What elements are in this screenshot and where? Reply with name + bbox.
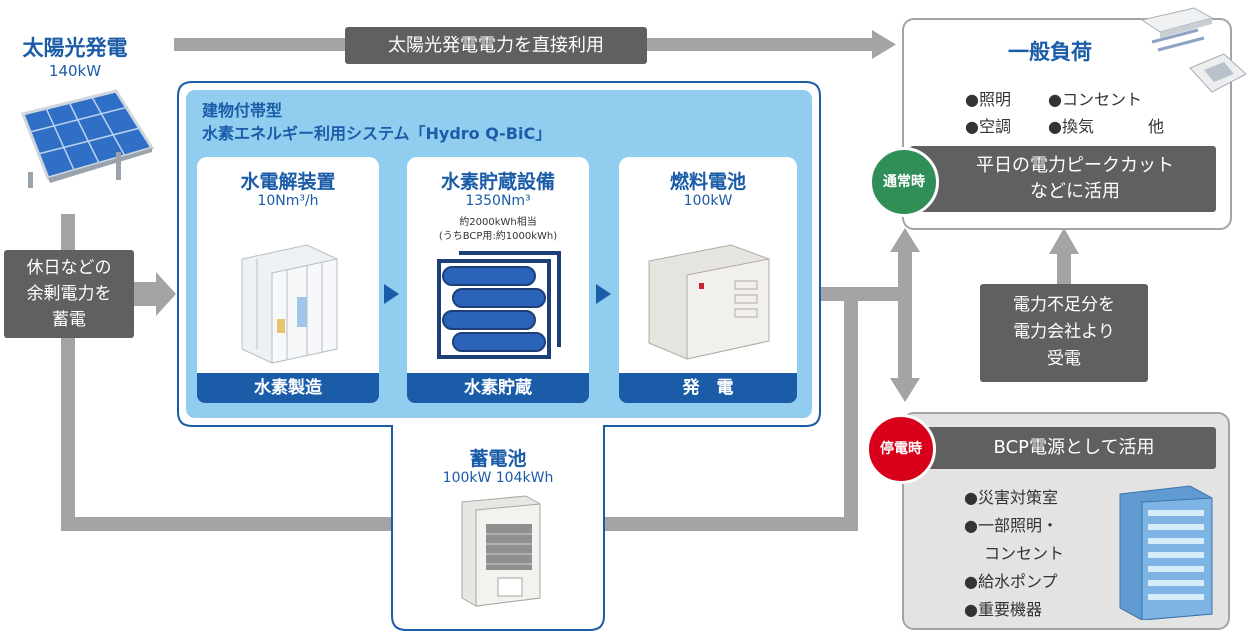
storage-card: 水素貯蔵設備 1350Nm³ 約2000kWh相当 (うちBCP用:約1000k… <box>407 157 589 403</box>
outage-list: ●災害対策室 ●一部照明・ コンセント ●給水ポンプ ●重要機器 <box>964 484 1064 624</box>
system-title-2: 水素エネルギー利用システム「Hydro Q-BiC」 <box>202 124 552 143</box>
fuelcell-name: 燃料電池 <box>669 171 746 193</box>
grid-line2: 電力会社より <box>1013 322 1115 342</box>
storage-note-2: (うちBCP用:約1000kWh) <box>438 231 558 242</box>
solar-panel-image <box>20 89 155 188</box>
normal-caption: 平日の電力ピークカット などに活用 <box>910 146 1216 212</box>
outage-title: BCP電源として活用 <box>912 427 1216 469</box>
general-load-item-2: ●コンセント <box>1048 90 1142 109</box>
general-load-item-5: 他 <box>1148 117 1165 136</box>
electrolyzer-card: 水電解装置 10Nm³/h 水素製造 <box>197 157 379 403</box>
fuelcell-image <box>648 244 770 360</box>
surplus-line3: 蓄電 <box>52 310 86 330</box>
battery-image <box>461 495 541 607</box>
solar-title: 太陽光発電 <box>22 36 128 60</box>
normal-caption-line1: 平日の電力ピークカット <box>976 155 1174 176</box>
surplus-line1: 休日などの <box>26 258 112 278</box>
fuelcell-card: 燃料電池 100kW 発 電 <box>619 157 797 403</box>
battery-title: 蓄電池 <box>469 448 527 470</box>
normal-badge: 通常時 <box>869 147 939 217</box>
electrolyzer-name: 水電解装置 <box>240 171 336 193</box>
general-load-item-3: ●空調 <box>965 117 1011 136</box>
grid-supply-box: 電力不足分を 電力会社より 受電 <box>980 284 1148 382</box>
normal-caption-line2: などに活用 <box>1030 181 1120 202</box>
fuelcell-spec: 100kW <box>683 193 733 209</box>
outage-item-3: コンセント <box>984 544 1065 563</box>
battery-spec: 100kW 104kWh <box>442 470 554 486</box>
ceiling-light-image <box>1140 7 1214 52</box>
solar-capacity: 140kW <box>48 62 102 80</box>
system-title-1: 建物付帯型 <box>202 101 283 120</box>
outage-item-4: ●給水ポンプ <box>964 572 1058 591</box>
storage-bar: 水素貯蔵 <box>407 373 589 403</box>
grid-line3: 受電 <box>1047 349 1081 369</box>
building-image <box>1119 485 1213 620</box>
surplus-box: 休日などの 余剰電力を 蓄電 <box>4 250 134 338</box>
electrolyzer-spec: 10Nm³/h <box>257 193 319 209</box>
general-load-title: 一般負荷 <box>1008 40 1092 64</box>
storage-name: 水素貯蔵設備 <box>440 171 555 193</box>
storage-note-1: 約2000kWh相当 <box>459 217 537 228</box>
storage-spec: 1350Nm³ <box>465 193 531 209</box>
electrolyzer-bar: 水素製造 <box>197 373 379 403</box>
storage-tank-image <box>437 251 561 359</box>
general-load-item-1: ●照明 <box>965 90 1011 109</box>
outage-item-5: ●重要機器 <box>964 600 1042 619</box>
fuelcell-bar: 発 電 <box>619 373 797 403</box>
electrolyzer-image <box>241 244 338 364</box>
outage-item-1: ●災害対策室 <box>964 488 1058 507</box>
direct-use-label: 太陽光発電電力を直接利用 <box>345 27 647 64</box>
ceiling-ac-image <box>1189 53 1247 93</box>
outage-badge: 停電時 <box>866 414 936 484</box>
surplus-line2: 余剰電力を <box>26 284 112 304</box>
general-load-item-4: ●換気 <box>1048 117 1094 136</box>
outage-item-2: ●一部照明・ <box>964 516 1058 535</box>
grid-line1: 電力不足分を <box>1013 295 1115 315</box>
